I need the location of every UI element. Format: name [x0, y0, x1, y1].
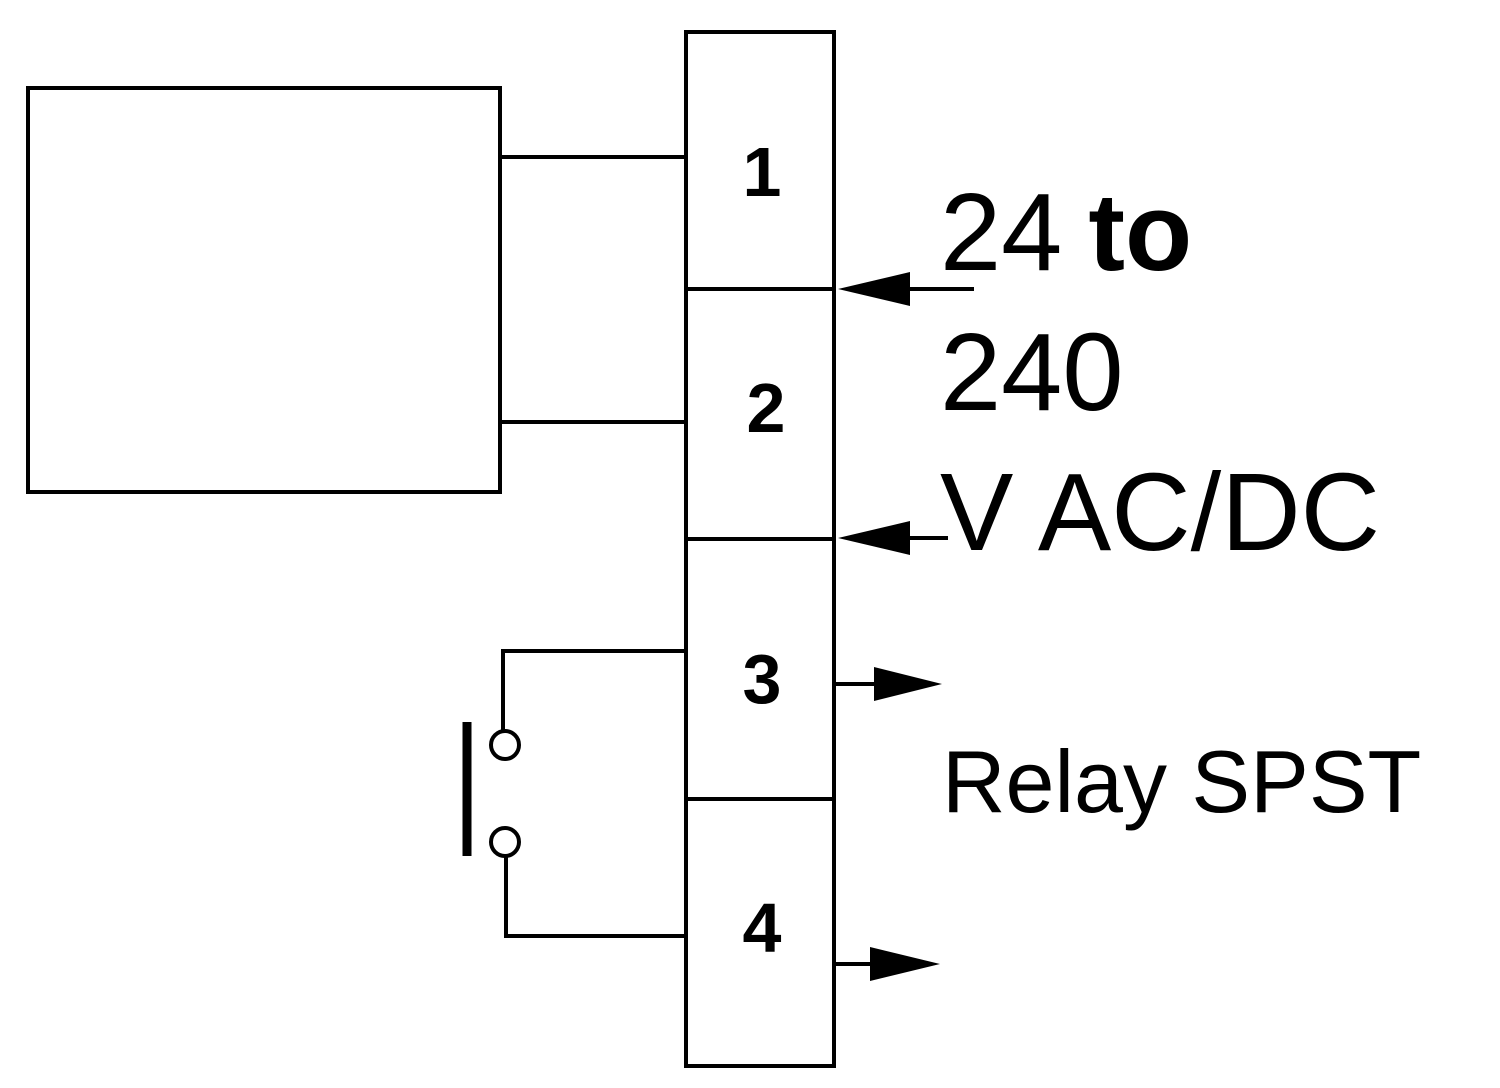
supply-unit: V AC/DC [940, 451, 1380, 574]
contact-upper-icon [489, 729, 521, 761]
relay-arrow-3-icon [874, 667, 942, 701]
wire-terminal-4 [504, 856, 688, 938]
supply-arrows [838, 272, 974, 555]
supply-to-word: to [1088, 171, 1192, 294]
relay-arrow-4-icon [870, 947, 940, 981]
relay-output-arrows [832, 667, 942, 981]
supply-value-max: 240 [940, 311, 1124, 434]
terminal-3-number: 3 [743, 640, 782, 718]
supply-arrow-lower-icon [838, 521, 910, 555]
wire-terminal-3 [501, 649, 688, 734]
terminal-block: 1 2 3 4 [684, 30, 836, 1068]
relay-label: Relay SPST [942, 732, 1421, 831]
supply-arrow-upper-icon [838, 272, 910, 306]
relay-contact-switch [462, 649, 688, 938]
contact-lower-icon [489, 826, 521, 858]
terminal-1-number: 1 [743, 133, 782, 211]
supply-value-min: 24 [940, 171, 1062, 294]
terminal-2-number: 2 [747, 369, 786, 447]
terminal-block-outline [684, 30, 836, 1068]
terminal-4-number: 4 [743, 889, 782, 967]
device-box [26, 86, 502, 494]
